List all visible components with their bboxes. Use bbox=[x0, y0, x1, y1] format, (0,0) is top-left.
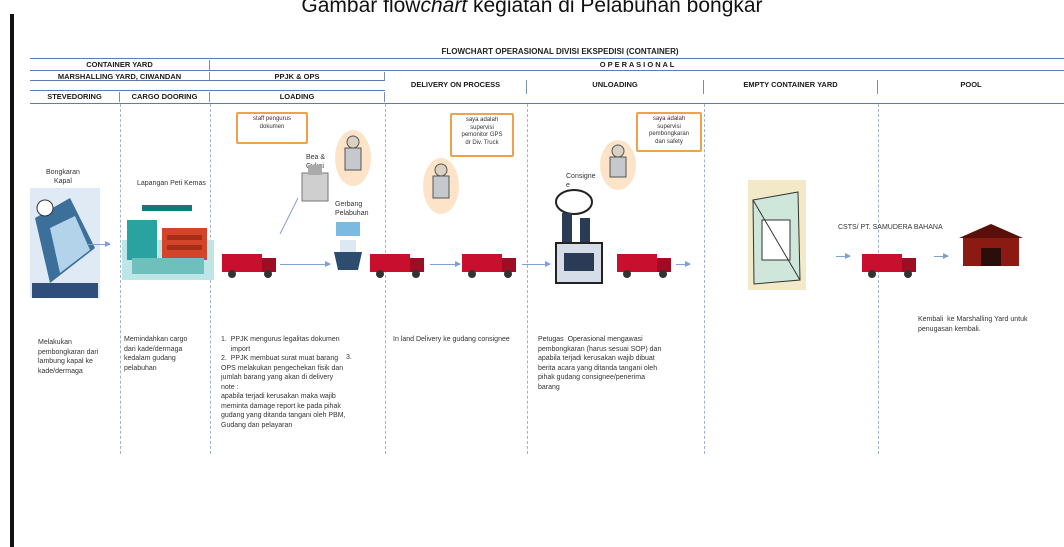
person-safety-figure bbox=[600, 140, 636, 190]
flow-arrow bbox=[522, 261, 551, 267]
flow-arrow bbox=[280, 261, 331, 267]
header-line bbox=[30, 58, 1064, 59]
port-gate-illustration bbox=[334, 222, 362, 270]
label-lapangan: Lapangan Peti Kemas bbox=[137, 180, 206, 187]
empty-yard-illustration bbox=[748, 180, 806, 290]
label-bongkaran: Bongkaran Kapal bbox=[46, 169, 80, 185]
diagonal-double-arrow bbox=[279, 197, 299, 235]
header-delivery: DELIVERY ON PROCESS bbox=[385, 80, 527, 94]
label-gerbang: Gerbang Pelabuhan bbox=[335, 201, 369, 217]
header-line bbox=[30, 90, 385, 91]
bubble-gps: saya adalah supervisi pemonitor GPS dr D… bbox=[450, 113, 514, 157]
desc-delivery: In land Delivery ke gudang consignee bbox=[393, 336, 510, 343]
factory-illustration bbox=[555, 189, 603, 284]
pool-building-illustration bbox=[959, 224, 1023, 266]
flow-arrow bbox=[676, 261, 691, 267]
desc-pool: Kembali ke Marshalling Yard untuk penuga… bbox=[918, 316, 1028, 333]
customs-illustration bbox=[301, 165, 329, 202]
label-consignee: Consigne e bbox=[566, 173, 596, 189]
desc-loading-step3: 3. bbox=[346, 354, 352, 361]
desc-stevedoring: Melakukan pembongkaran dari lambung kapa… bbox=[38, 339, 99, 375]
header-empty-yard: EMPTY CONTAINER YARD bbox=[704, 80, 878, 94]
desc-unloading: Petugas Operasional mengawasi pembongkar… bbox=[538, 336, 662, 391]
truck-icon bbox=[462, 254, 516, 278]
truck-icon bbox=[862, 254, 916, 278]
header-container-yard: CONTAINER YARD bbox=[30, 60, 210, 70]
bubble-safety: saya adalah supervisi pembongkaran dan s… bbox=[636, 112, 702, 152]
header-operasional: O P E R A S I O N A L bbox=[599, 60, 675, 69]
header-cargo-dooring: CARGO DOORING bbox=[120, 92, 210, 102]
flow-arrow bbox=[934, 253, 949, 259]
column-separator bbox=[527, 104, 528, 454]
header-line bbox=[30, 103, 1064, 104]
header-pool: POOL bbox=[960, 80, 982, 89]
flowchart-title: FLOWCHART OPERASIONAL DIVISI EKSPEDISI (… bbox=[441, 47, 679, 56]
header-line bbox=[30, 70, 1064, 71]
container-yard-illustration bbox=[122, 205, 214, 280]
column-separator bbox=[704, 104, 705, 454]
desc-loading: 1. PPJK mengurus legalitas dokumen impor… bbox=[221, 336, 346, 429]
person-staff-figure bbox=[335, 130, 371, 186]
header-unloading: UNLOADING bbox=[527, 80, 704, 94]
truck-icon bbox=[222, 254, 276, 278]
flow-arrow bbox=[88, 241, 111, 247]
label-csts: CSTS/ PT. SAMUDERA BAHANA bbox=[838, 224, 943, 231]
left-border-bar bbox=[10, 14, 14, 547]
person-gps-figure bbox=[423, 158, 459, 214]
truck-icon bbox=[617, 254, 671, 278]
header-line bbox=[30, 80, 385, 81]
column-separator bbox=[878, 104, 879, 454]
header-ppjk: PPJK & OPS bbox=[210, 72, 385, 81]
flow-arrow bbox=[430, 261, 461, 267]
header-stevedoring: STEVEDORING bbox=[30, 92, 120, 102]
column-separator bbox=[385, 104, 386, 454]
ship-illustration bbox=[30, 188, 100, 298]
bubble-staff: staff pengurus dokumen bbox=[236, 112, 308, 144]
column-separator bbox=[120, 104, 121, 454]
header-loading: LOADING bbox=[210, 92, 385, 102]
figure-caption: Gambar flowchart kegiatan di Pelabuhan b… bbox=[301, 0, 763, 17]
desc-cargo-dooring: Memindahkan cargo dari kade/dermaga keda… bbox=[124, 336, 188, 372]
header-marshalling: MARSHALLING YARD, CIWANDAN bbox=[30, 72, 210, 81]
truck-icon bbox=[370, 254, 424, 278]
flow-arrow bbox=[836, 253, 851, 259]
